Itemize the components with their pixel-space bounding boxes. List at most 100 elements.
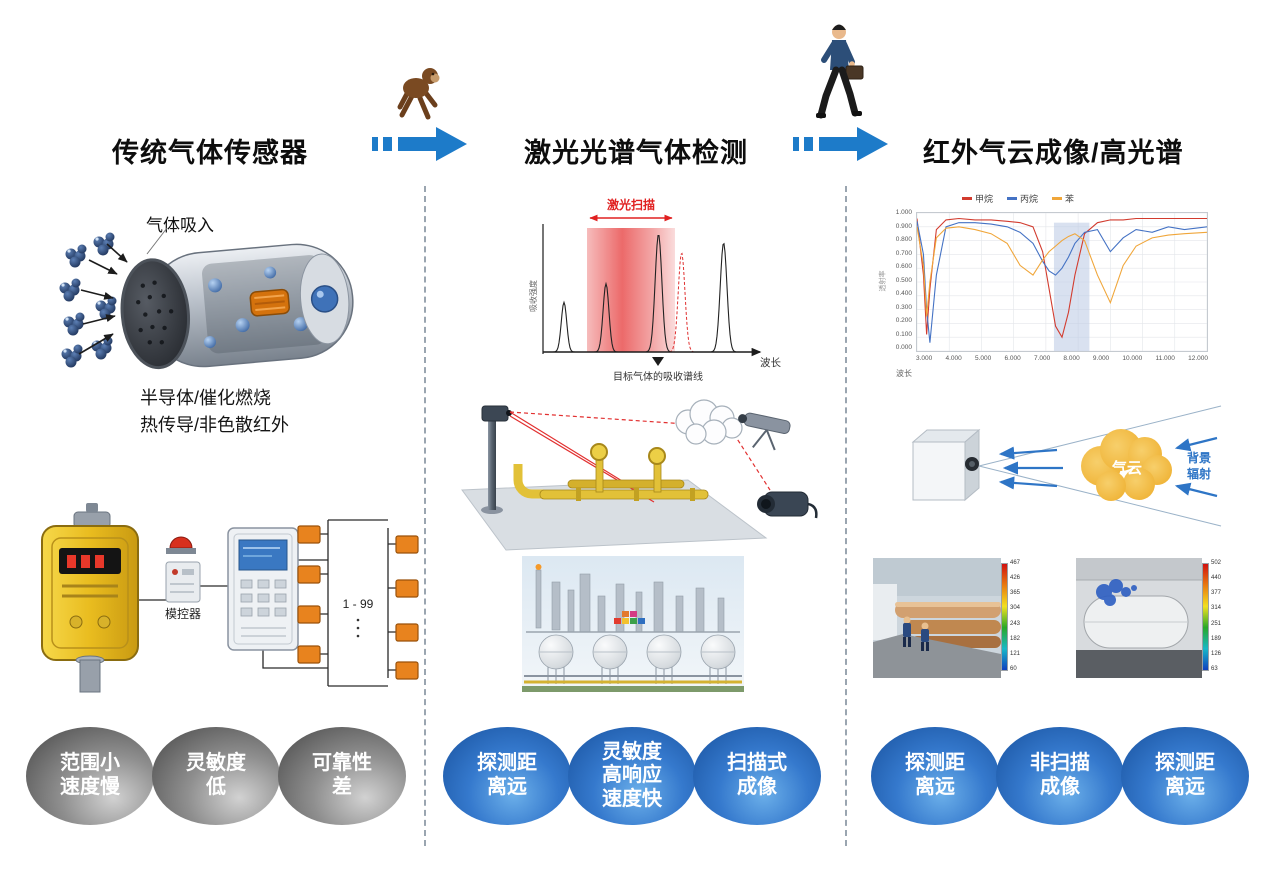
column-divider-1 bbox=[424, 186, 426, 846]
advantage-bubble-sensitivity: 灵敏度 高响应 速度快 bbox=[568, 727, 696, 825]
background-radiation-label-1: 背景 bbox=[1187, 450, 1211, 465]
walking-chimp-icon bbox=[397, 68, 440, 120]
legend-label: 丙烷 bbox=[1020, 194, 1039, 204]
tick-label: 60 bbox=[1010, 665, 1017, 672]
tick-label: 11.000 bbox=[1155, 355, 1175, 362]
tick-label: 365 bbox=[1010, 590, 1021, 597]
panel-buttons bbox=[240, 579, 287, 617]
sensor-illustration bbox=[59, 227, 354, 370]
tick-label: 12.000 bbox=[1188, 355, 1208, 362]
siren-dome bbox=[169, 536, 193, 549]
advantage-bubble-distance: 探测距 离远 bbox=[443, 727, 571, 825]
bubble-line: 高响应 bbox=[602, 764, 662, 787]
tick-label: 243 bbox=[1010, 620, 1021, 627]
tick-label: 440 bbox=[1211, 575, 1222, 582]
tick-label: 377 bbox=[1211, 590, 1222, 597]
legend-item-methane: 甲烷 bbox=[962, 192, 993, 205]
detector-range-label: 1 - 99 bbox=[343, 597, 374, 611]
legend-item-benzene: 苯 bbox=[1052, 192, 1074, 205]
refinery-photo bbox=[522, 556, 744, 692]
advantage-bubble-distance-ir-2: 探测距 离远 bbox=[1121, 727, 1249, 825]
legend-item-propane: 丙烷 bbox=[1007, 192, 1038, 205]
ir-camera-device bbox=[757, 491, 818, 519]
gas-cloud-imaging-scene: 气云 背景 辐射 bbox=[911, 405, 1222, 527]
valve-wheel bbox=[590, 443, 608, 461]
thermal-colorbar bbox=[1001, 563, 1008, 671]
bubble-line: 离远 bbox=[1165, 776, 1205, 798]
intake-arrows bbox=[78, 243, 128, 355]
chart-legend: 甲烷 丙烷 苯 bbox=[962, 192, 1074, 205]
caption-line-2: 热传导/非色散红外 bbox=[140, 415, 290, 435]
tick-label: 0.100 bbox=[895, 330, 912, 338]
bubble-line: 离远 bbox=[487, 776, 527, 798]
legend-label: 苯 bbox=[1065, 194, 1075, 204]
containers bbox=[614, 611, 645, 624]
tick-label: 0.700 bbox=[895, 249, 912, 257]
bubble-line: 灵敏度 bbox=[602, 740, 662, 763]
laser-chart-y-label: 吸收强度 bbox=[528, 280, 538, 312]
bubble-line: 成像 bbox=[737, 776, 777, 798]
target-gas-caption: 目标气体的吸收谱线 bbox=[613, 370, 703, 383]
x-axis-label: 波长 bbox=[896, 369, 912, 378]
laser-chart-x-label: 波长 bbox=[760, 356, 781, 369]
stage-title-infrared: 红外气云成像/高光谱 bbox=[923, 138, 1184, 168]
drawback-bubble-reliability: 可靠性 差 bbox=[278, 727, 406, 825]
gas-pipes bbox=[513, 443, 709, 501]
laser-scan-label: 激光扫描 bbox=[607, 197, 655, 212]
telescope-device bbox=[738, 412, 791, 451]
bubble-line: 扫描式 bbox=[727, 752, 787, 775]
highlight-band bbox=[1053, 222, 1090, 351]
gas-intake-label: 气体吸入 bbox=[146, 216, 214, 235]
tick-label: 251 bbox=[1211, 620, 1222, 627]
laser-detection-scene bbox=[461, 399, 818, 551]
tick-label: 121 bbox=[1010, 650, 1021, 657]
tick-label: 189 bbox=[1211, 635, 1222, 642]
alarm-relay-unit: 模控器 bbox=[165, 536, 201, 621]
tick-label: 63 bbox=[1211, 665, 1218, 672]
tick-label: 0.500 bbox=[895, 276, 912, 284]
tick-label: 4.000 bbox=[945, 355, 962, 362]
tick-label: 0.400 bbox=[895, 290, 912, 297]
legend-label: 甲烷 bbox=[975, 194, 994, 204]
workers bbox=[903, 616, 929, 651]
radiation-arrows bbox=[998, 446, 1063, 490]
background-radiation-label-2: 辐射 bbox=[1187, 466, 1211, 481]
background-radiation-arrows bbox=[1174, 436, 1218, 498]
advantage-bubble-scanning: 扫描式 成像 bbox=[693, 727, 821, 825]
tick-label: 0.800 bbox=[895, 236, 912, 243]
evolution-arrow-2 bbox=[793, 127, 888, 161]
caption-line-1: 半导体/催化燃烧 bbox=[140, 388, 272, 408]
advantage-bubble-nonscanning: 非扫描 成像 bbox=[996, 727, 1124, 825]
tick-label: 182 bbox=[1010, 635, 1021, 642]
tick-label: 5.000 bbox=[974, 355, 992, 362]
advantage-bubble-distance-ir: 探测距 离远 bbox=[871, 727, 999, 825]
bubble-line: 离远 bbox=[915, 776, 955, 798]
series-line bbox=[917, 221, 1207, 343]
sensor-type-caption: 半导体/催化燃烧 热传导/非色散红外 bbox=[140, 385, 289, 439]
tick-label: 10.000 bbox=[1122, 355, 1143, 362]
legend-swatch-benzene bbox=[1052, 197, 1063, 200]
thermal-colorbar bbox=[1202, 563, 1209, 671]
sensor-cylinder bbox=[120, 243, 354, 370]
legend-swatch-methane bbox=[962, 197, 972, 200]
tick-label: 1.000 bbox=[895, 209, 912, 216]
tick-label: 467 bbox=[1010, 560, 1021, 566]
bubble-line: 探测距 bbox=[905, 752, 965, 775]
gas-cloud-outline bbox=[675, 399, 743, 445]
stage-title-traditional: 传统气体传感器 bbox=[112, 138, 308, 168]
gas-plume bbox=[1096, 579, 1137, 606]
series-line bbox=[917, 217, 1207, 339]
bubble-line: 速度慢 bbox=[60, 776, 120, 798]
chart-plot-area bbox=[916, 212, 1208, 352]
laser-head bbox=[481, 405, 509, 422]
bubble-line: 非扫描 bbox=[1030, 752, 1090, 775]
bubble-line: 差 bbox=[332, 776, 352, 798]
walking-man-icon bbox=[816, 24, 864, 119]
thermal-photo-tank bbox=[1076, 558, 1202, 678]
stage-title-laser: 激光光谱气体检测 bbox=[524, 138, 748, 168]
